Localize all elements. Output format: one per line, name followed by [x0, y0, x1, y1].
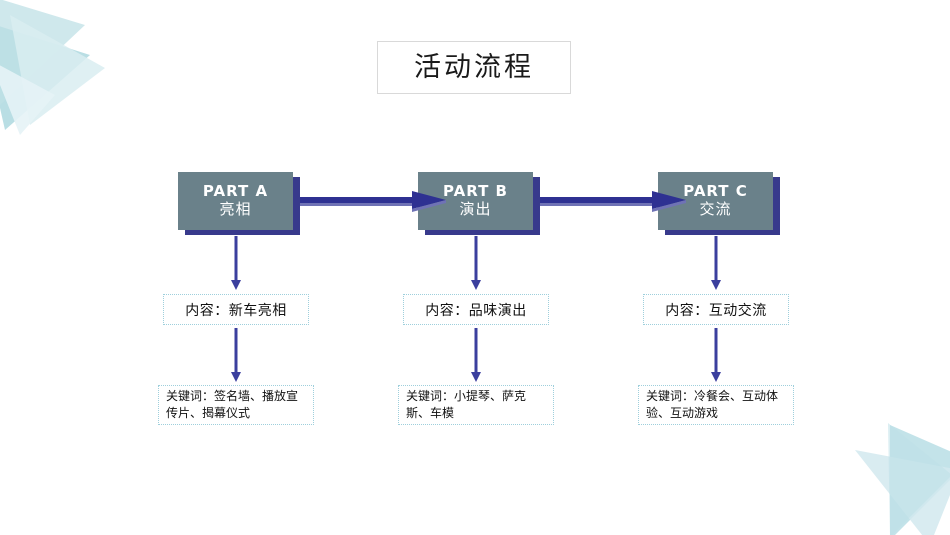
content-box-b-text: 内容：品味演出 [425, 302, 527, 319]
slide-title-box: 活动流程 [377, 41, 571, 94]
part-box-b-sub: 演出 [459, 199, 492, 218]
part-box-a-sub: 亮相 [219, 199, 252, 218]
part-box-a[interactable]: PART A 亮相 [178, 172, 300, 235]
part-box-b[interactable]: PART B 演出 [418, 172, 540, 235]
decorative-triangles-bottom-right [855, 423, 950, 535]
right-block-arrow-a-to-b [300, 191, 446, 212]
keyword-box-c[interactable]: 关键词：冷餐会、互动体验、互动游戏 [638, 385, 794, 425]
content-box-a[interactable]: 内容：新车亮相 [163, 294, 309, 325]
part-box-a-face: PART A 亮相 [178, 172, 293, 230]
decorative-triangles-top-left [0, 0, 105, 135]
keyword-box-b[interactable]: 关键词：小提琴、萨克斯、车模 [398, 385, 554, 425]
content-box-c-text: 内容：互动交流 [665, 302, 767, 319]
keyword-box-a-text: 关键词：签名墙、播放宣传片、揭幕仪式 [166, 388, 299, 420]
slide-title: 活动流程 [414, 52, 534, 83]
part-box-a-label: PART A [202, 181, 269, 200]
part-box-b-label: PART B [443, 181, 508, 200]
keyword-box-a[interactable]: 关键词：签名墙、播放宣传片、揭幕仪式 [158, 385, 314, 425]
down-arrow-a-to-content [231, 236, 241, 290]
content-box-a-text: 内容：新车亮相 [185, 302, 287, 319]
right-block-arrow-b-to-c [540, 191, 686, 212]
down-arrow-c-to-content [711, 236, 721, 290]
part-box-c-face: PART C 交流 [658, 172, 773, 230]
down-arrow-b-to-keywords [471, 328, 481, 382]
keyword-box-b-text: 关键词：小提琴、萨克斯、车模 [406, 388, 527, 420]
part-box-c[interactable]: PART C 交流 [658, 172, 780, 235]
part-box-c-sub: 交流 [699, 199, 732, 218]
content-box-b[interactable]: 内容：品味演出 [403, 294, 549, 325]
down-arrow-c-to-keywords [711, 328, 721, 382]
down-arrow-b-to-content [471, 236, 481, 290]
content-box-c[interactable]: 内容：互动交流 [643, 294, 789, 325]
part-box-c-label: PART C [683, 181, 748, 200]
keyword-box-c-text: 关键词：冷餐会、互动体验、互动游戏 [646, 388, 779, 420]
down-arrow-a-to-keywords [231, 328, 241, 382]
